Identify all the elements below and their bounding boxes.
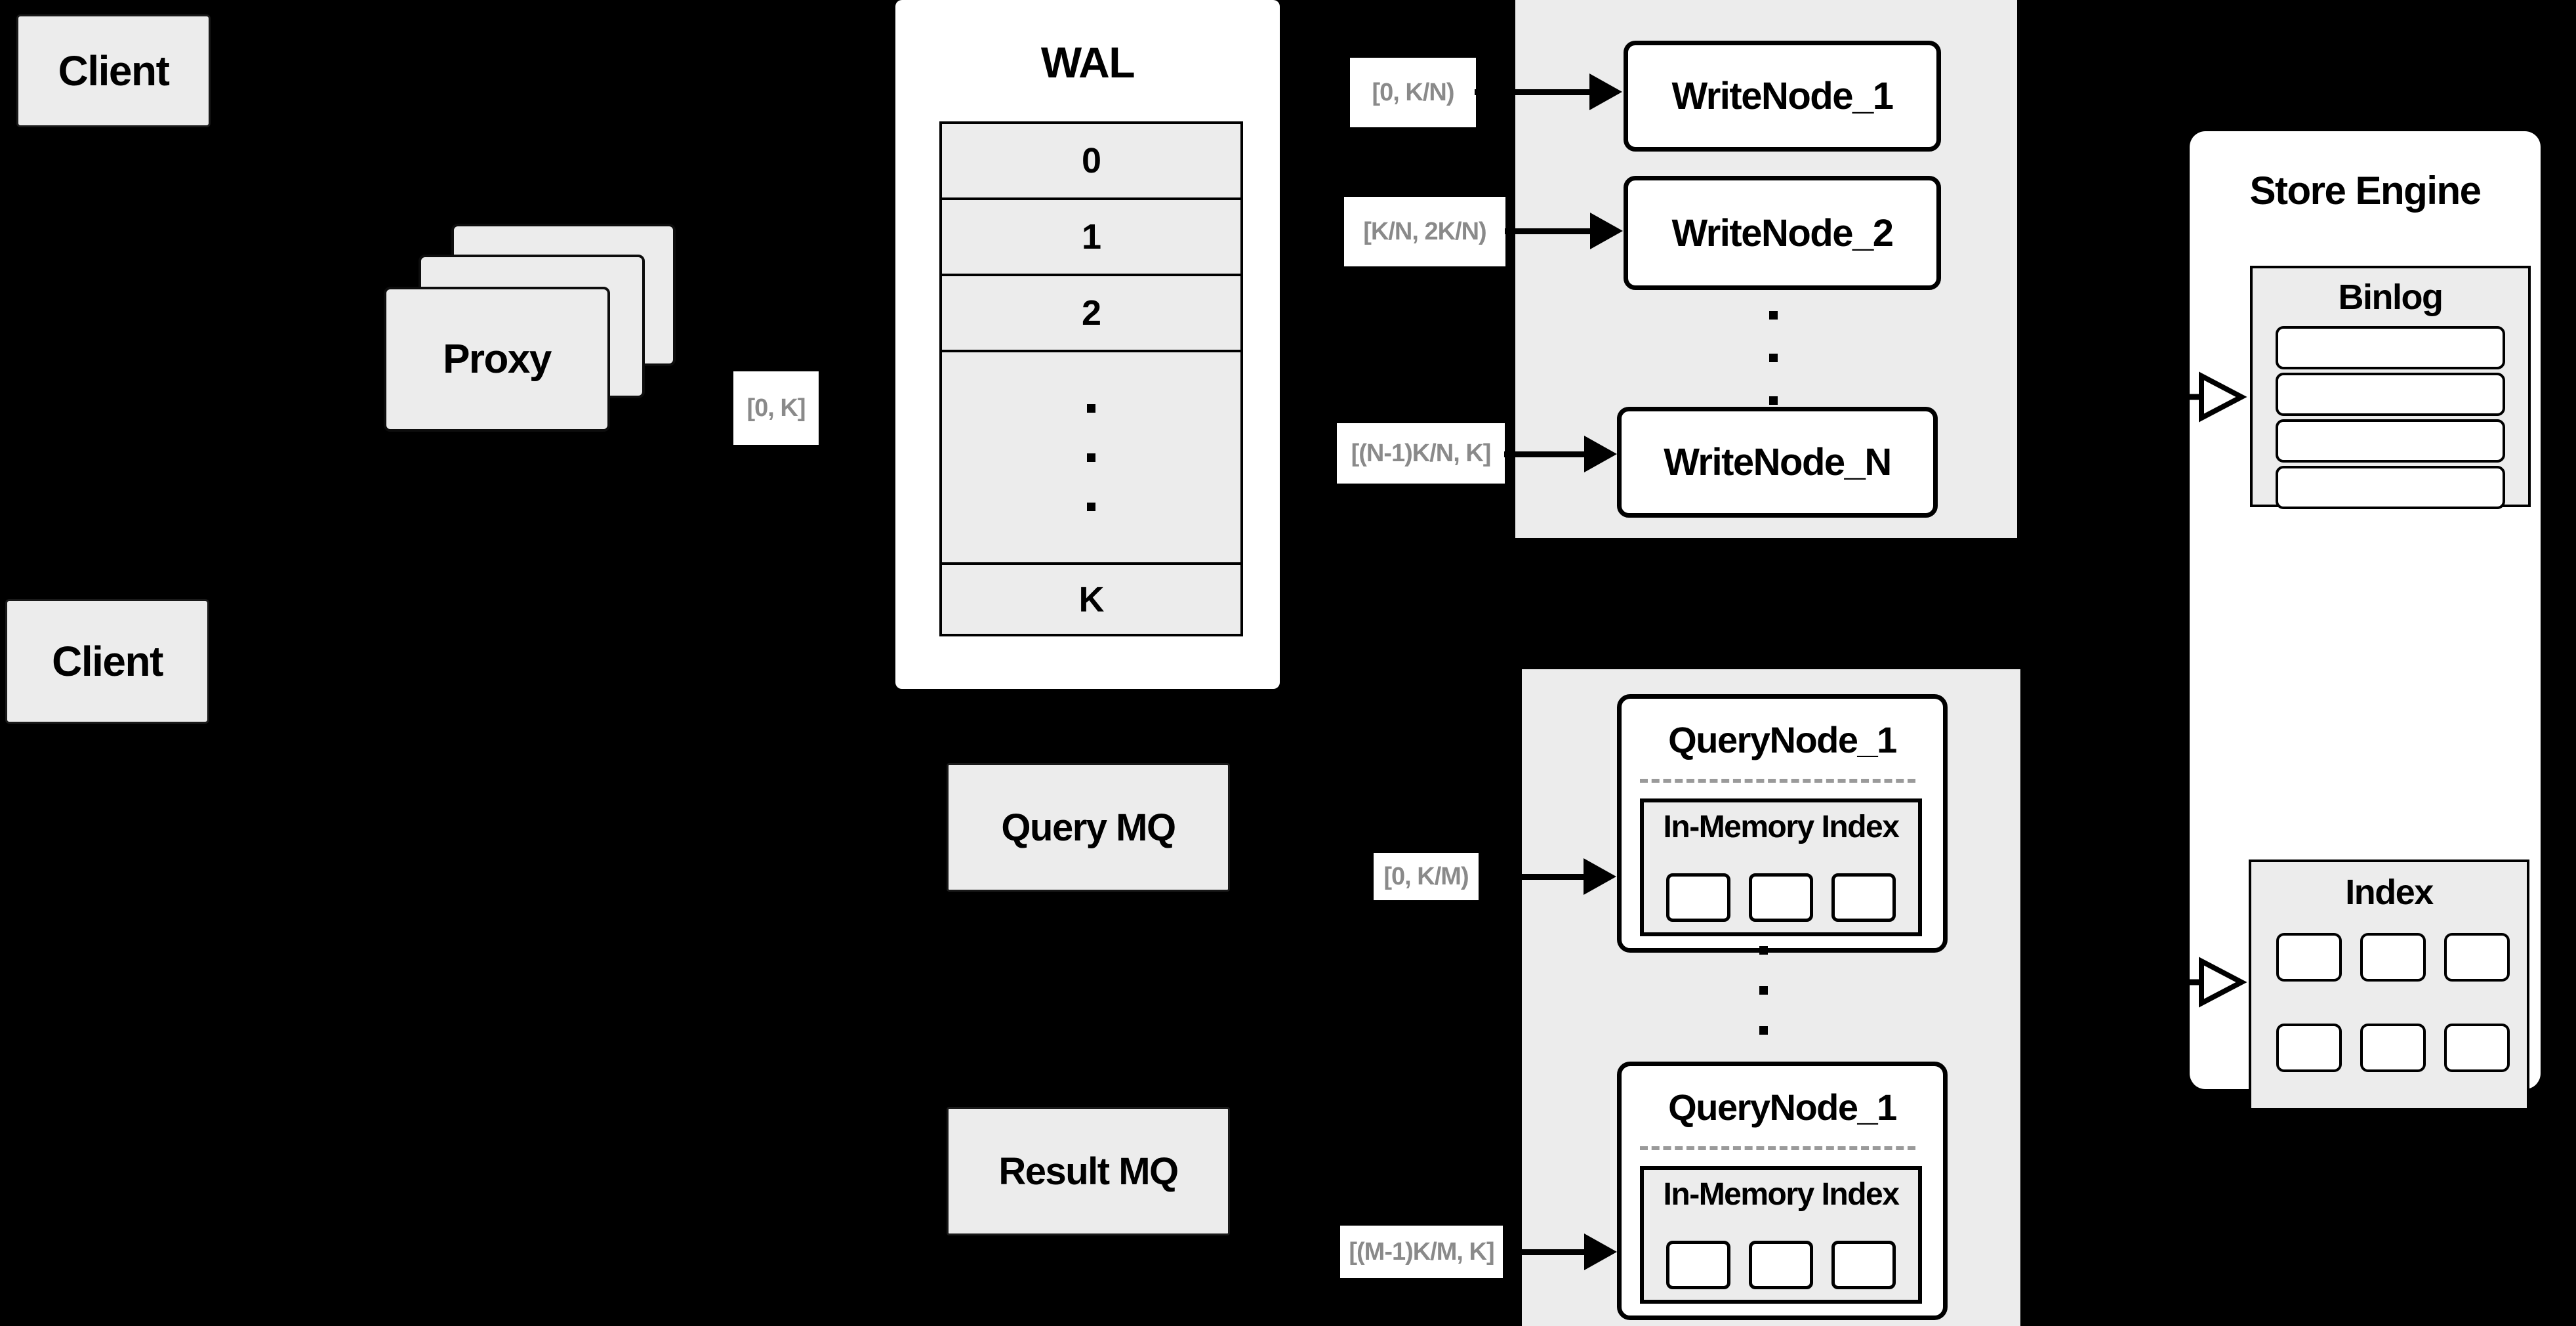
binlog-row (2276, 326, 2505, 369)
hollow-arrow-right-icon (2140, 957, 2247, 1008)
range-label-query-m: [(M-1)K/M, K] (1340, 1226, 1503, 1278)
write-node-n-label: WriteNode_N (1664, 441, 1892, 484)
ellipsis-dot (1769, 396, 1778, 405)
wal-row-0: 0 (942, 124, 1240, 200)
range-label-proxy-wal: [0, K] (733, 371, 819, 445)
store-engine-box: Store Engine Binlog Index (2190, 131, 2541, 1111)
store-engine-title: Store Engine (2249, 168, 2482, 213)
result-mq-box: Result MQ (947, 1107, 1230, 1235)
index-cell (2276, 933, 2342, 982)
wal-row-2: 2 (942, 276, 1240, 352)
index-cell (2360, 933, 2426, 982)
range-label-write-1: [0, K/N) (1350, 58, 1476, 127)
client-bottom-label: Client (52, 638, 163, 685)
proxy-box: Proxy (384, 287, 610, 432)
wal-title: WAL (1040, 38, 1135, 87)
client-bottom-box: Client (5, 599, 209, 724)
index-box: Index (2249, 860, 2529, 1111)
binlog-row (2276, 419, 2505, 463)
ellipsis-dot (1759, 1026, 1768, 1035)
in-memory-index-box: In-Memory Index (1640, 1166, 1922, 1304)
result-mq-label: Result MQ (998, 1150, 1179, 1193)
binlog-row (2276, 373, 2505, 416)
binlog-rows (2276, 326, 2505, 512)
index-title-wrap: Index (2251, 871, 2527, 913)
segment-cells (1644, 873, 1918, 922)
in-memory-index-title-wrap: In-Memory Index (1644, 808, 1918, 846)
arrow-right-icon (1584, 1233, 1617, 1270)
query-node-bottom-box: QueryNode_1 In-Memory Index (1617, 1062, 1948, 1320)
in-memory-index-title: In-Memory Index (1663, 809, 1900, 844)
arrow-line (1504, 451, 1584, 457)
write-node-2-label: WriteNode_2 (1671, 211, 1894, 255)
index-cell (2360, 1024, 2426, 1072)
arrow-line (1475, 89, 1589, 95)
arrow-line (1505, 228, 1590, 234)
range-label-write-2: [K/N, 2K/N) (1344, 197, 1505, 266)
query-node-top-box: QueryNode_1 In-Memory Index (1617, 694, 1948, 953)
arrow-right-icon (1584, 858, 1616, 895)
query-node-bottom-title-wrap: QueryNode_1 (1622, 1082, 1943, 1132)
wal-row-k: K (942, 565, 1240, 634)
arrow-right-icon (1584, 436, 1617, 472)
write-nodes-ellipsis (1769, 311, 1778, 405)
segment-cell (1831, 1241, 1896, 1289)
store-engine-title-wrap: Store Engine (2190, 164, 2541, 217)
wal-box: WAL 0 1 2 K (895, 0, 1280, 689)
client-top-label: Client (58, 47, 170, 94)
wal-row-1: 1 (942, 200, 1240, 276)
in-memory-index-title-wrap: In-Memory Index (1644, 1175, 1918, 1213)
proxy-label: Proxy (443, 337, 552, 382)
index-cell (2444, 1024, 2510, 1072)
range-label-write-n: [(N-1)K/N, K] (1337, 423, 1505, 484)
arrow-line (1479, 874, 1584, 880)
arrow-right-icon (1590, 213, 1623, 249)
dashed-divider (1640, 1146, 1915, 1150)
query-node-bottom-title: QueryNode_1 (1668, 1086, 1897, 1128)
arrow-line (1503, 1249, 1584, 1255)
ellipsis-dot (1769, 311, 1778, 320)
binlog-title-wrap: Binlog (2253, 276, 2528, 318)
index-cell (2276, 1024, 2342, 1072)
index-cell (2444, 933, 2510, 982)
ellipsis-dot (1769, 354, 1778, 362)
segment-cells (1644, 1241, 1918, 1289)
write-node-1-box: WriteNode_1 (1624, 41, 1941, 152)
wal-log-table: 0 1 2 K (939, 121, 1243, 636)
client-top-box: Client (16, 14, 211, 127)
ellipsis-dot (1759, 986, 1768, 995)
in-memory-index-title: In-Memory Index (1663, 1176, 1900, 1212)
index-cells (2276, 933, 2510, 1072)
write-node-2-box: WriteNode_2 (1624, 176, 1941, 290)
segment-cell (1749, 1241, 1813, 1289)
wal-ellipsis-cell (942, 352, 1240, 565)
segment-cell (1831, 873, 1896, 922)
ellipsis-dot (1087, 502, 1095, 511)
write-node-1-label: WriteNode_1 (1671, 75, 1894, 117)
in-memory-index-box: In-Memory Index (1640, 798, 1922, 936)
arrow-right-icon (1589, 73, 1622, 110)
query-mq-box: Query MQ (947, 763, 1230, 892)
wal-title-wrap: WAL (895, 36, 1280, 89)
binlog-box: Binlog (2250, 266, 2531, 509)
write-node-n-box: WriteNode_N (1617, 407, 1938, 518)
segment-cell (1749, 873, 1813, 922)
ellipsis-dot (1087, 453, 1095, 462)
query-nodes-ellipsis (1759, 946, 1768, 1035)
ellipsis-dot (1087, 404, 1095, 413)
query-mq-label: Query MQ (1001, 806, 1176, 849)
query-node-top-title-wrap: QueryNode_1 (1622, 715, 1943, 764)
index-title: Index (2345, 873, 2434, 912)
query-node-top-title: QueryNode_1 (1668, 718, 1897, 760)
binlog-title: Binlog (2338, 278, 2443, 317)
segment-cell (1666, 873, 1730, 922)
dashed-divider (1640, 779, 1915, 783)
ellipsis-dot (1759, 946, 1768, 955)
segment-cell (1666, 1241, 1730, 1289)
binlog-row (2276, 466, 2505, 509)
range-label-query-1: [0, K/M) (1374, 853, 1479, 900)
hollow-arrow-right-icon (2140, 371, 2247, 423)
